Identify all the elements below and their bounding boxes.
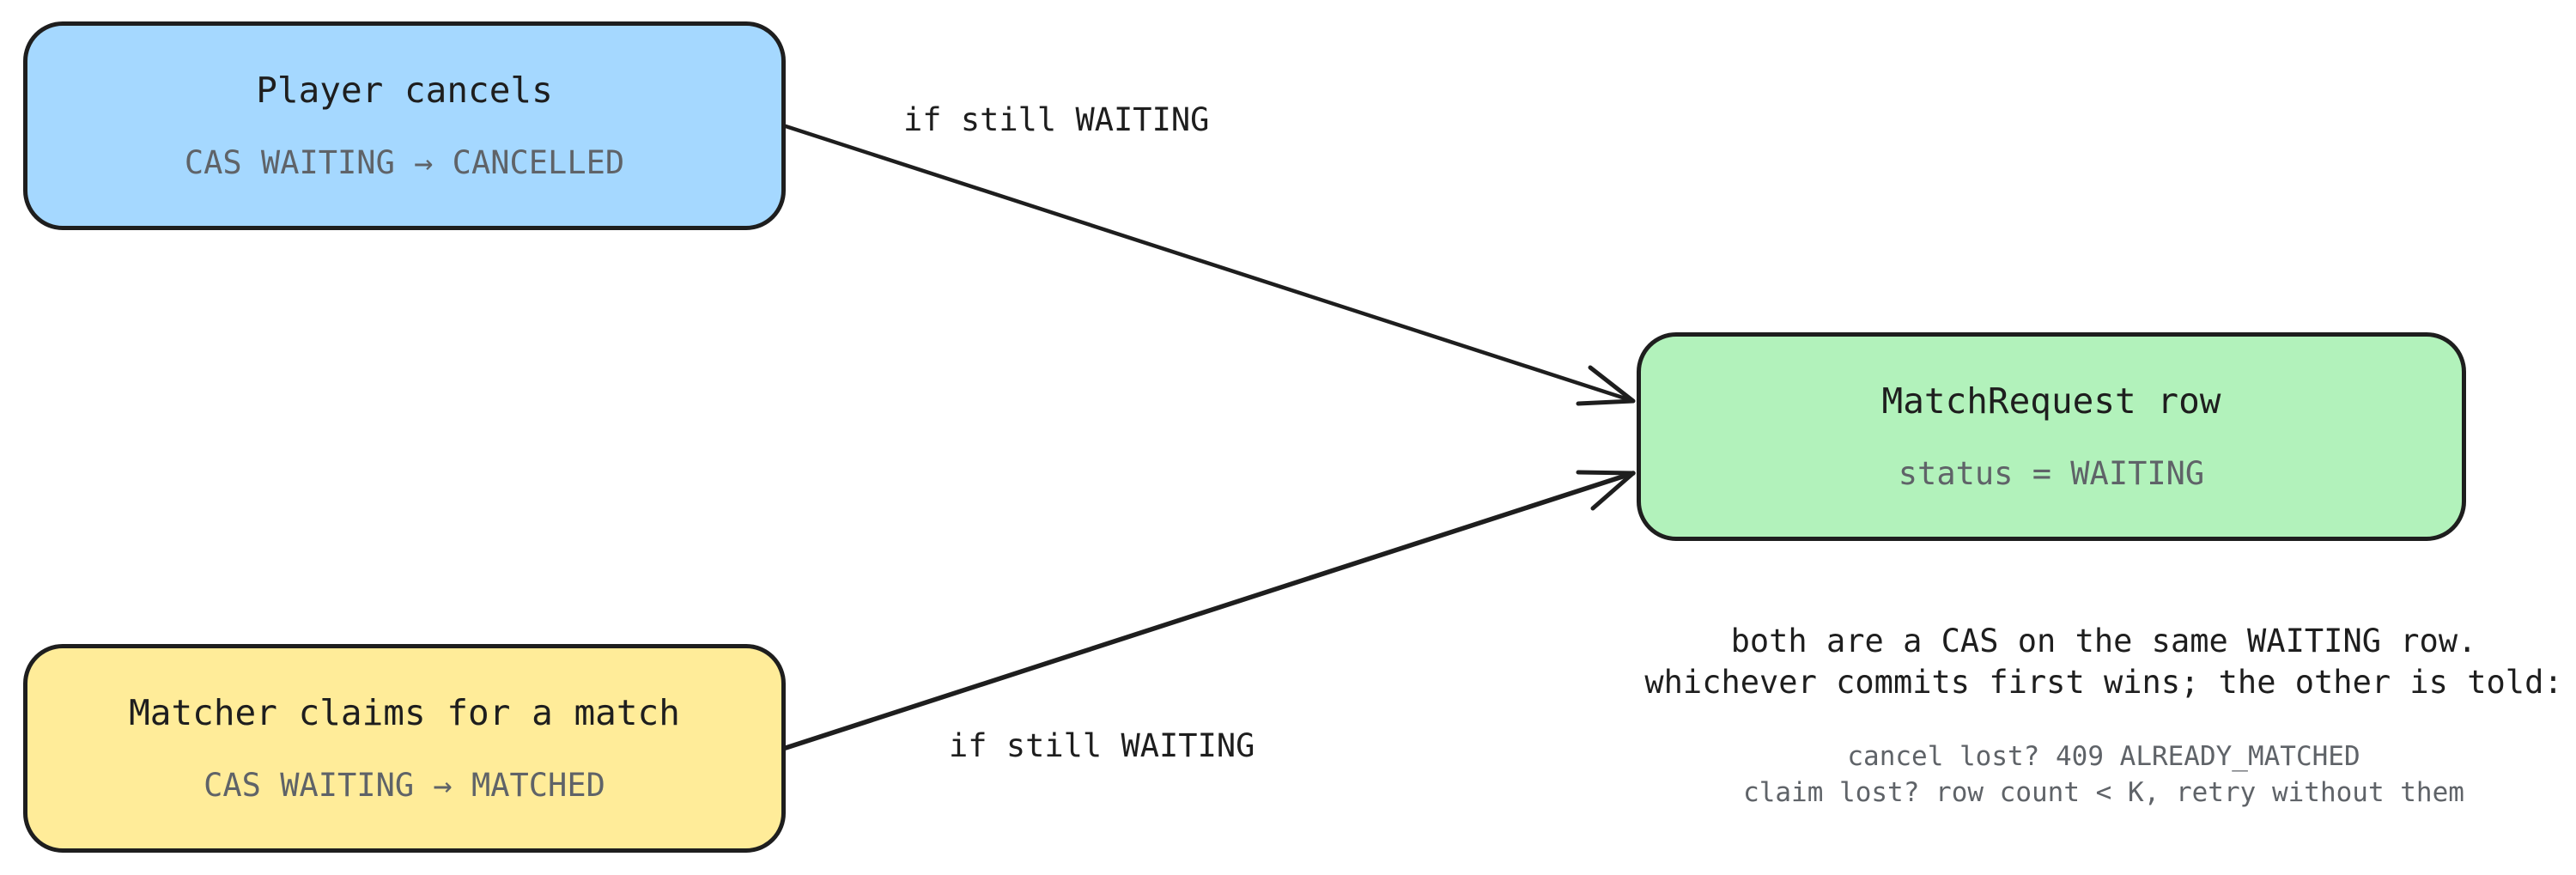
player-cancels-node: Player cancels CAS WAITING → CANCELLED	[23, 21, 786, 230]
edge-label-cancel: if still WAITING	[903, 101, 1210, 138]
race-note-detail-line: cancel lost? 409 ALREADY_MATCHED	[1847, 741, 2360, 772]
match-request-row-title: MatchRequest row	[1881, 380, 2221, 422]
match-request-row-node: MatchRequest row status = WAITING	[1637, 332, 2466, 541]
race-note: both are a CAS on the same WAITING row. …	[1631, 621, 2576, 703]
match-request-row-subtitle: status = WAITING	[1898, 454, 2205, 492]
race-note-line: both are a CAS on the same WAITING row.	[1730, 623, 2477, 659]
matcher-claims-node: Matcher claims for a match CAS WAITING →…	[23, 644, 786, 853]
matcher-claims-subtitle: CAS WAITING → MATCHED	[204, 766, 605, 804]
arrow-claim-to-row	[783, 471, 1636, 750]
race-note-line: whichever commits first wins; the other …	[1644, 664, 2563, 701]
arrowhead-claim-to-row	[1576, 470, 1636, 511]
arrow-cancel-to-row	[783, 124, 1636, 404]
player-cancels-subtitle: CAS WAITING → CANCELLED	[184, 143, 625, 181]
edge-label-claim: if still WAITING	[949, 727, 1255, 764]
race-note-detail-line: claim lost? row count < K, retry without…	[1743, 777, 2464, 808]
race-note-detail: cancel lost? 409 ALREADY_MATCHED claim l…	[1631, 738, 2576, 811]
player-cancels-title: Player cancels	[256, 69, 553, 111]
matcher-claims-title: Matcher claims for a match	[129, 691, 680, 733]
arrowhead-cancel-to-row	[1576, 365, 1636, 406]
